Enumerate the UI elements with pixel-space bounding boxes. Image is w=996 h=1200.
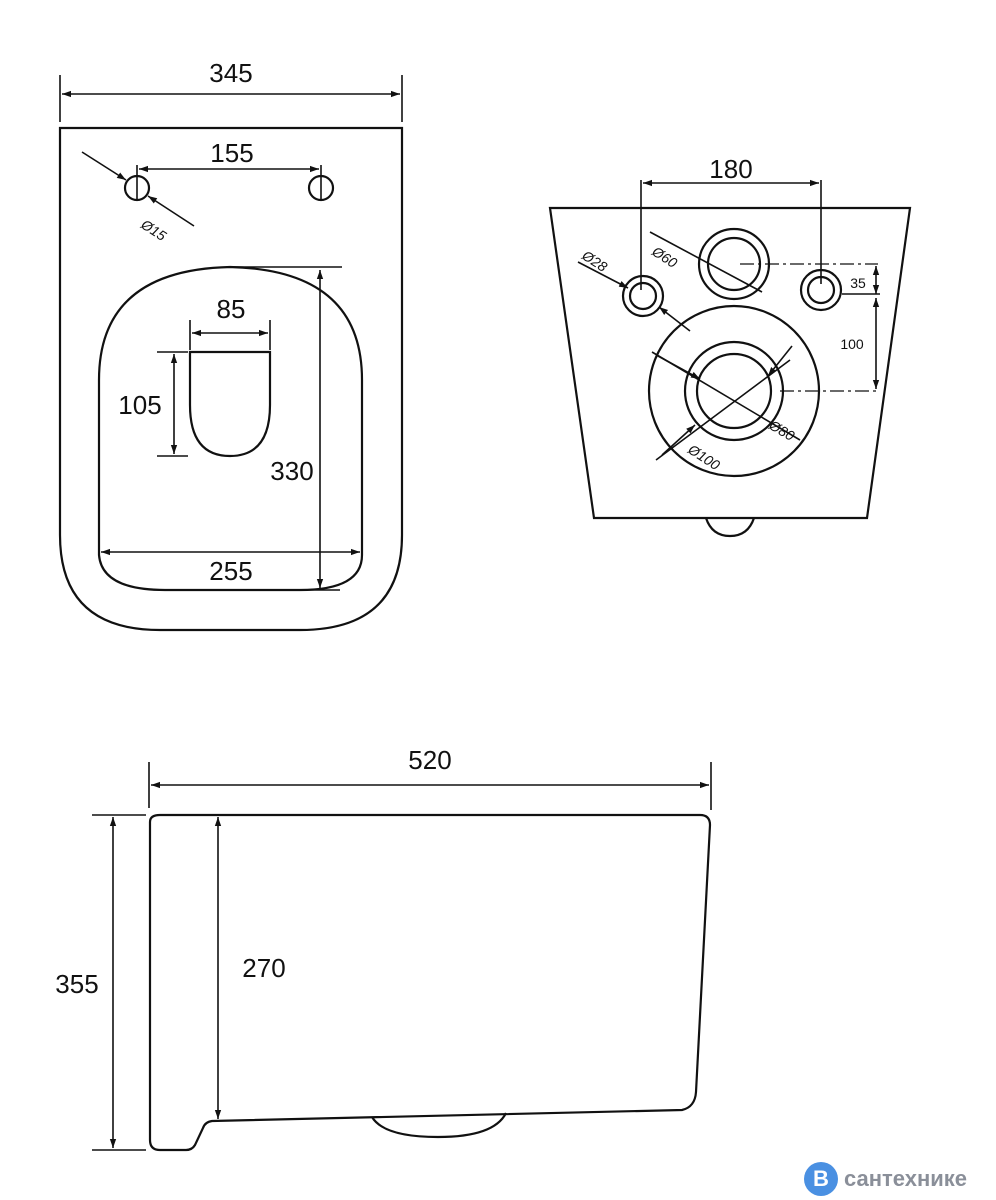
top-view-outline [58, 126, 404, 632]
height-label: 355 [55, 969, 98, 999]
side-view: 520 355 270 [55, 745, 712, 1152]
bowl-outline [97, 265, 364, 592]
mounting-hole-right [307, 174, 335, 202]
outlet-inner-label: Ø80 [766, 416, 798, 444]
bolt-spacing-label: 180 [709, 154, 752, 184]
flush-opening [188, 350, 272, 458]
top-view: 345 155 Ø15 85 105 330 255 [58, 58, 404, 632]
opening-width-label: 85 [217, 294, 246, 324]
opening-height-label: 105 [118, 390, 161, 420]
watermark-text: сантехнике [844, 1166, 968, 1191]
inlet-diameter-label: Ø60 [649, 243, 681, 271]
bowl-length-label: 330 [270, 456, 313, 486]
bolt-hole-left [621, 274, 665, 318]
inner-height-label: 270 [242, 953, 285, 983]
width-label: 345 [209, 58, 252, 88]
watermark: В сантехнике [804, 1160, 967, 1198]
outlet-offset-label: 100 [840, 336, 864, 352]
bowl-width-label: 255 [209, 556, 252, 586]
bolt-offset-label: 35 [850, 275, 866, 291]
back-view: 180 Ø28 Ø60 35 100 Ø80 Ø100 [548, 154, 912, 538]
back-view-outline [548, 206, 912, 520]
hole-diameter-label: Ø15 [138, 216, 170, 244]
length-label: 520 [408, 745, 451, 775]
holes-spacing-label: 155 [210, 138, 253, 168]
side-view-outline [148, 813, 712, 1152]
back-view-foot [704, 517, 756, 538]
watermark-logo: В [804, 1162, 838, 1196]
mounting-hole-left [123, 174, 151, 202]
outlet-outer-label: Ø100 [685, 441, 723, 474]
side-view-foot [371, 1112, 507, 1139]
